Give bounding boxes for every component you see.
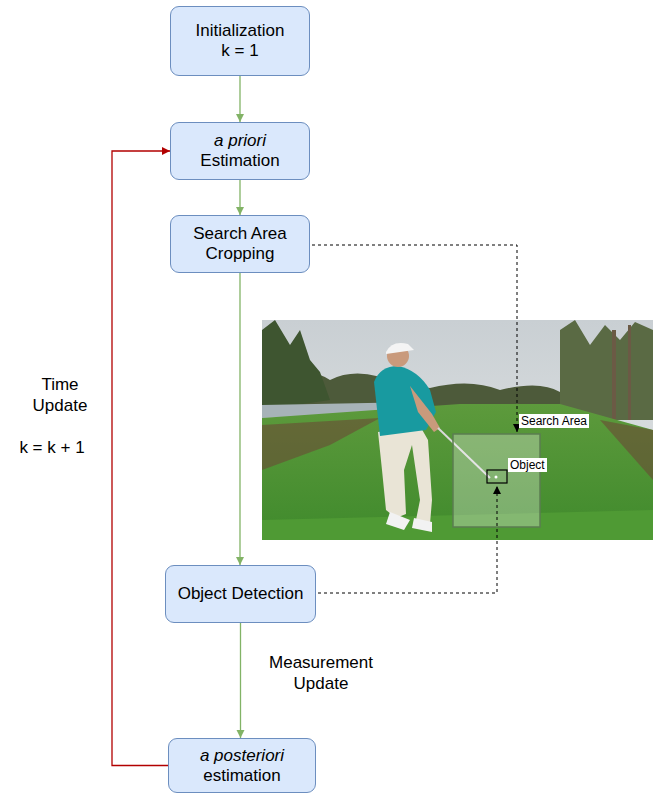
leader-line [312, 245, 517, 432]
box-text: Search Area Cropping [179, 224, 301, 264]
box-text: Object Detection [178, 584, 304, 604]
box-text: Initialization [196, 21, 285, 41]
flow-arrow [239, 180, 240, 215]
image-label: Search Area [519, 414, 589, 428]
box-text: Estimation [200, 151, 279, 171]
process-box: Search Area Cropping [170, 215, 310, 273]
flow-arrow [240, 623, 241, 738]
flow-arrow [112, 151, 170, 766]
process-box: a prioriEstimation [170, 122, 310, 180]
leader-line [318, 486, 497, 593]
image-label: Object [508, 458, 547, 472]
note-label: k = k + 1 [2, 437, 102, 458]
flow-arrow [239, 76, 240, 122]
process-box: Object Detection [165, 565, 316, 623]
process-box: Initializationk = 1 [170, 6, 310, 76]
box-text: a posteriori [200, 746, 284, 766]
note-label: Time Update [22, 374, 98, 416]
flow-arrow [239, 273, 240, 565]
box-text: estimation [203, 766, 280, 786]
edge-label: Measurement Update [251, 652, 391, 694]
process-box: a posterioriestimation [168, 738, 316, 793]
box-text: k = 1 [221, 41, 258, 61]
box-text: a priori [214, 131, 266, 151]
